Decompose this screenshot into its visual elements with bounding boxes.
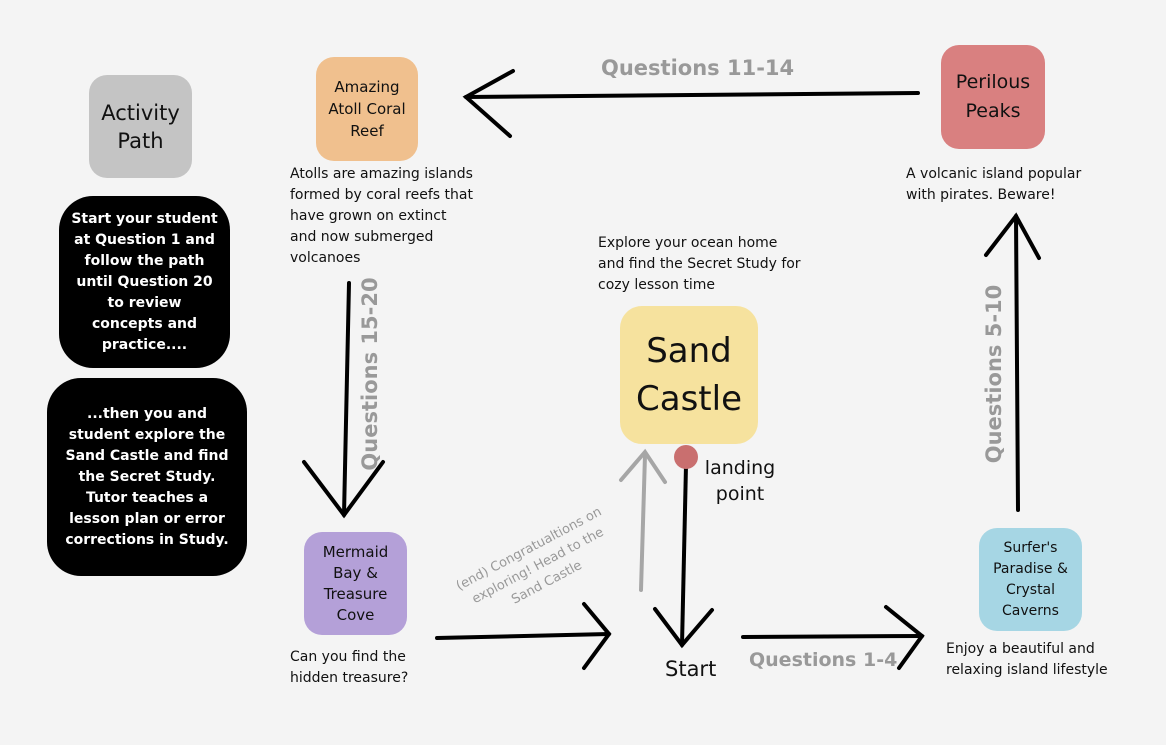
node-mermaid-bay: Mermaid Bay & Treasure Cove bbox=[304, 532, 407, 635]
arrow-to-castle bbox=[619, 448, 667, 592]
outro-note: ...then you and student explore the Sand… bbox=[47, 378, 247, 576]
mermaid-caption: Can you find the hidden treasure? bbox=[290, 649, 409, 686]
peaks-caption: A volcanic island popular with pirates. … bbox=[906, 166, 1082, 203]
landing-point-marker bbox=[674, 445, 698, 469]
arrow-q11-14 bbox=[462, 69, 920, 138]
label-questions-11-14: Questions 11-14 bbox=[601, 56, 795, 80]
intro-note: Start your student at Question 1 and fol… bbox=[59, 196, 230, 368]
node-atoll: Amazing Atoll Coral Reef bbox=[316, 57, 418, 161]
atoll-caption: Atolls are amazing islands formed by cor… bbox=[290, 166, 473, 266]
arrow-q1-4 bbox=[741, 605, 925, 670]
node-sand-castle: Sand Castle bbox=[620, 306, 758, 444]
arrow-end bbox=[435, 602, 612, 670]
activity-path-title: Activity Path bbox=[89, 75, 192, 178]
start-label: Start bbox=[665, 657, 717, 681]
landing-point-label: landing point bbox=[704, 457, 776, 505]
node-surfer-paradise: Surfer's Paradise & Crystal Caverns bbox=[979, 528, 1082, 631]
castle-caption: Explore your ocean home and find the Sec… bbox=[598, 235, 801, 293]
label-questions-1-4: Questions 1-4 bbox=[749, 649, 898, 671]
arrow-landing-to-start bbox=[653, 463, 714, 649]
label-questions-5-10: Questions 5-10 bbox=[982, 284, 1006, 464]
surfer-caption: Enjoy a beautiful and relaxing island li… bbox=[946, 641, 1108, 678]
node-peaks: Perilous Peaks bbox=[941, 45, 1045, 149]
label-questions-15-20: Questions 15-20 bbox=[358, 277, 382, 471]
arrow-q5-10 bbox=[984, 212, 1041, 512]
arrow-q15-20 bbox=[302, 281, 385, 519]
